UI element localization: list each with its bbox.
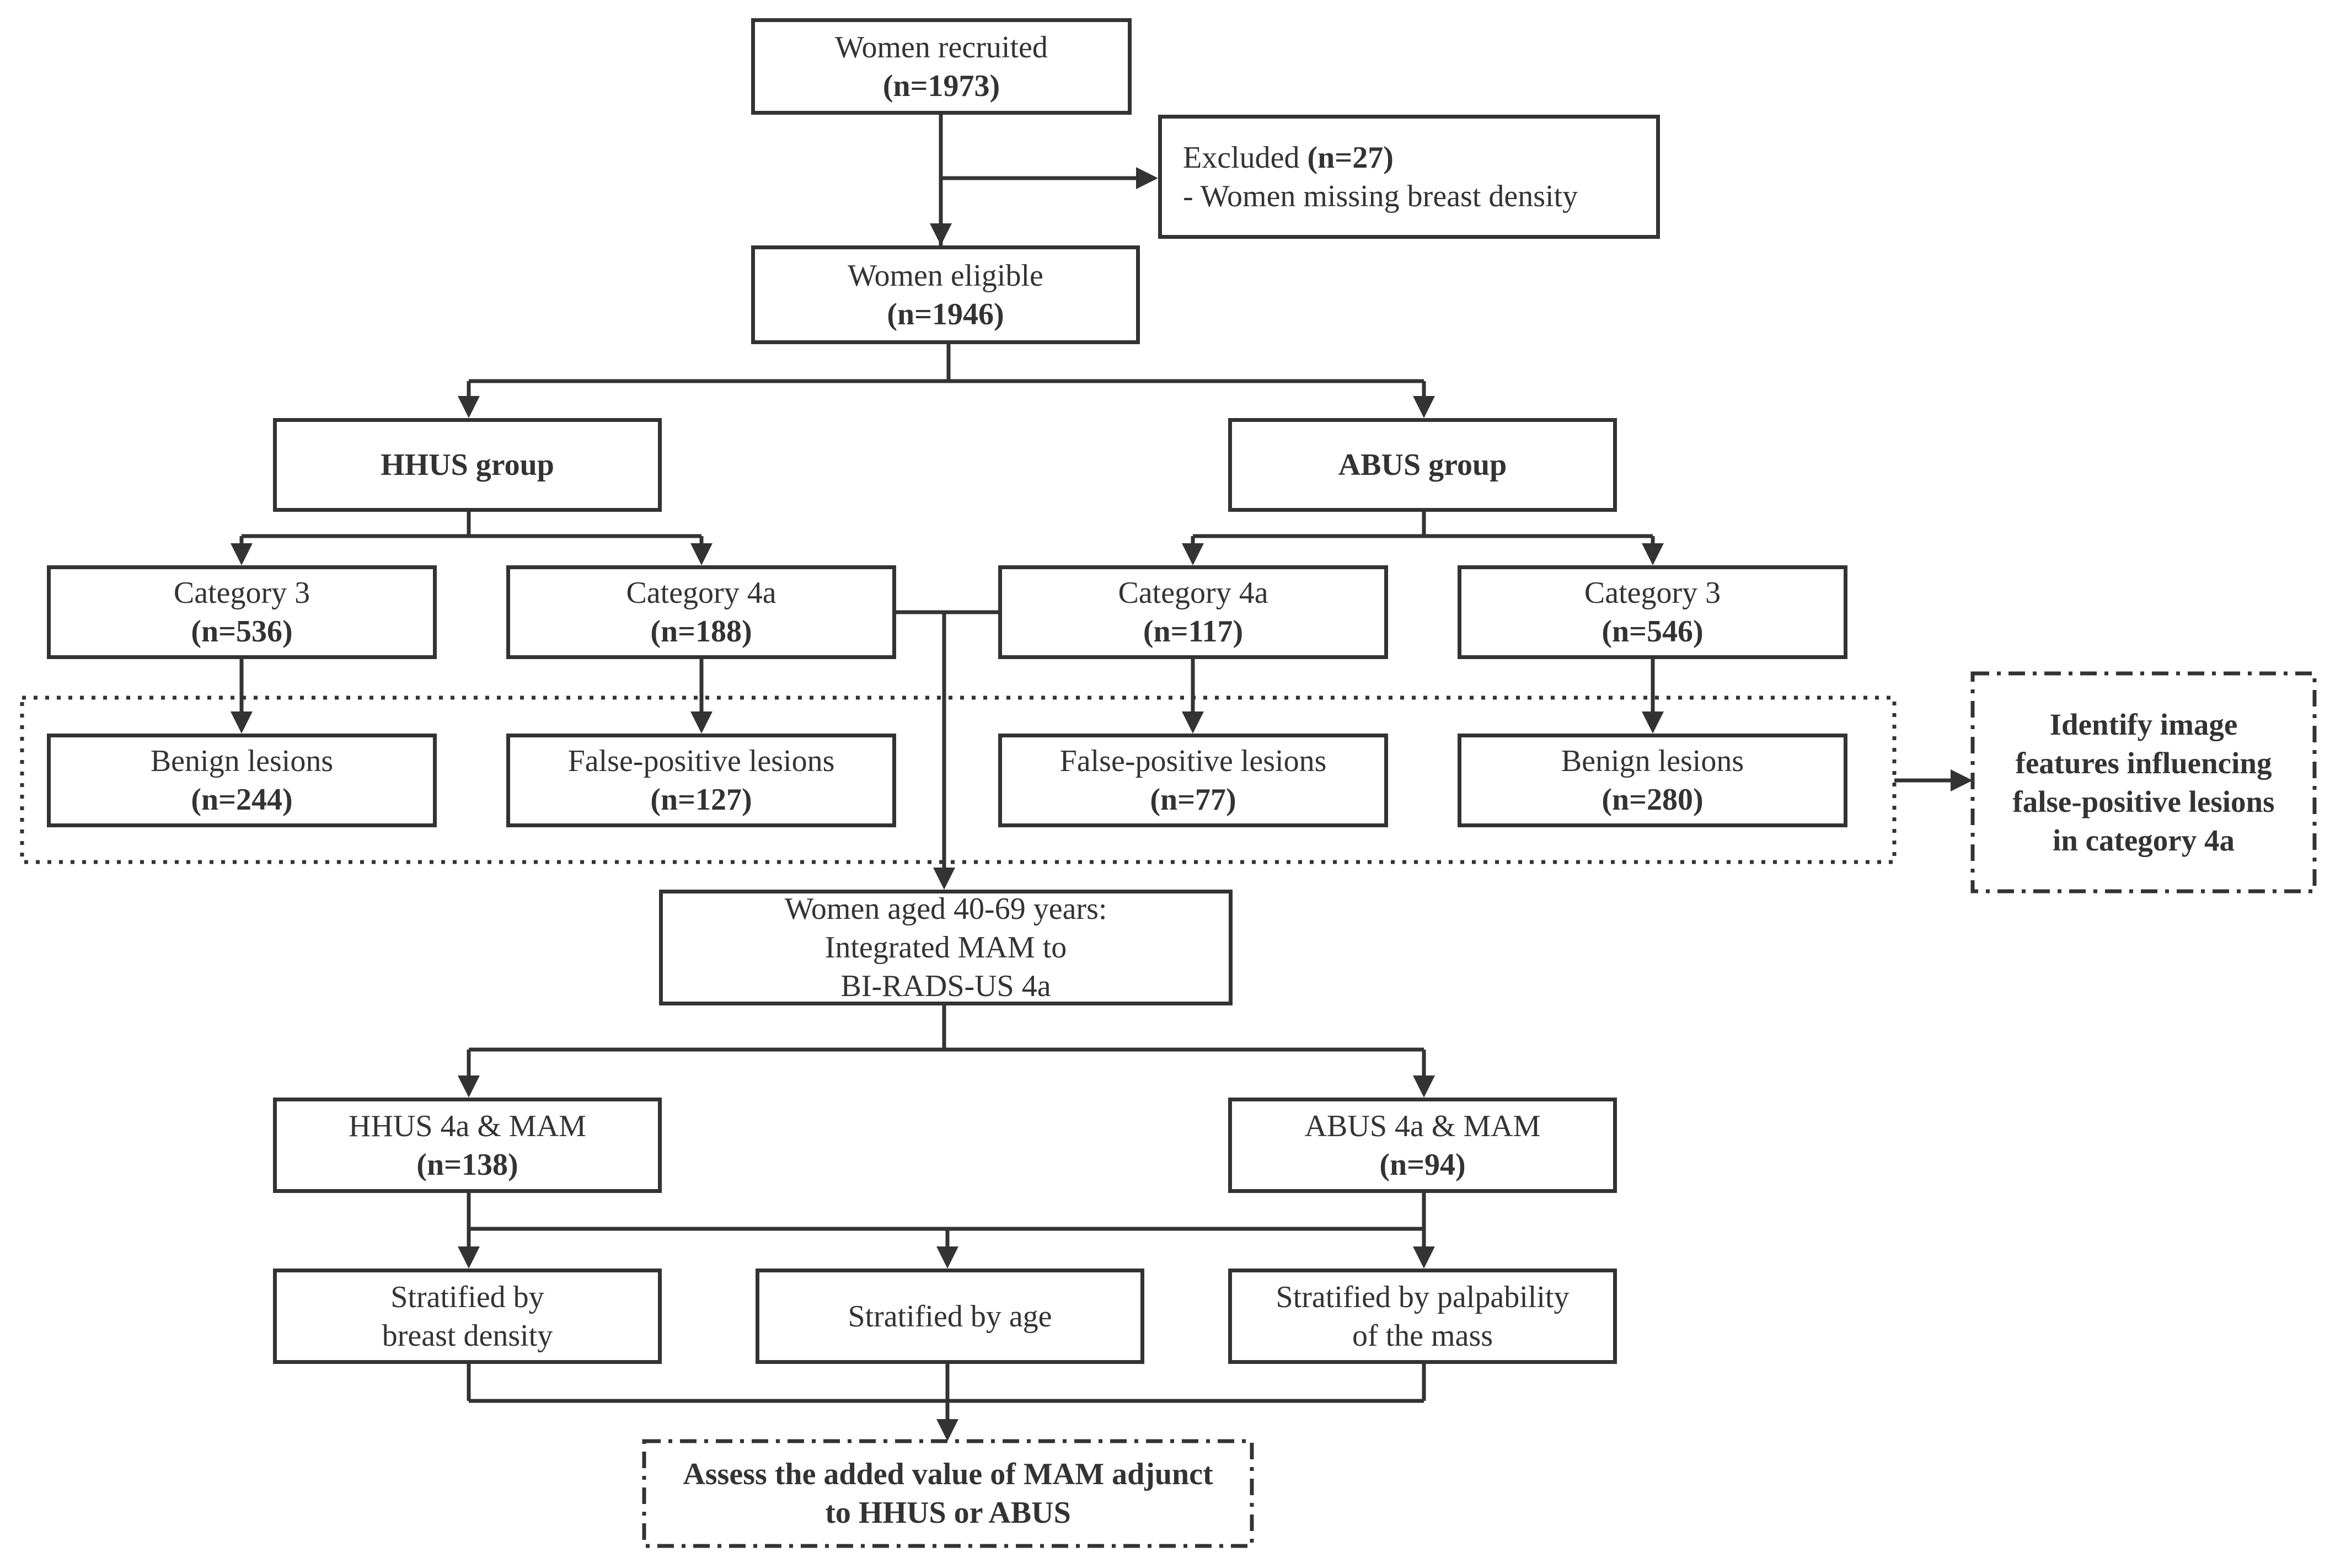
box-hhus-benign-lesions: Benign lesions (n=244) [47,734,437,827]
arrowhead-assess [936,1419,958,1441]
identify-line-1: Identify image [2049,707,2238,741]
box-abus-category-3: Category 3 (n=546) [1458,565,1847,659]
strat-density-line-1: Stratified by [390,1280,544,1314]
arrowhead-abus-group [1413,396,1435,418]
strat-age-label: Stratified by age [848,1299,1052,1334]
identify-line-2: features influencing [2015,746,2272,780]
box-hhus-4a-mam: HHUS 4a & MAM (n=138) [273,1098,662,1193]
arrowhead-excluded [1136,167,1158,189]
box-stratified-breast-density: Stratified by breast density [273,1269,662,1364]
strat-palp-line-2: of the mass [1352,1318,1493,1353]
box-abus-benign-lesions: Benign lesions (n=280) [1458,734,1847,827]
box-hhus-category-3: Category 3 (n=536) [47,565,437,659]
box-abus-group: ABUS group [1228,418,1617,512]
assess-frame [642,1439,1254,1548]
hhus-fp-label: False-positive lesions [567,744,835,778]
identify-line-3: false-positive lesions [2012,784,2275,818]
box-integrated-mam: Women aged 40-69 years: Integrated MAM t… [659,890,1233,1005]
integrated-line-2: Integrated MAM to [824,930,1067,965]
box-hhus-category-4a: Category 4a (n=188) [506,565,896,659]
hhus-benign-label: Benign lesions [150,744,334,778]
excluded-reason: - Women missing breast density [1183,179,1578,213]
arrowhead-hhus-group [458,396,480,418]
abus-mam-count: (n=94) [1379,1147,1466,1182]
abus-cat3-count: (n=546) [1601,614,1704,649]
abus-group-label: ABUS group [1338,448,1507,482]
abus-mam-label: ABUS 4a & MAM [1304,1109,1541,1143]
integrated-line-3: BI-RADS-US 4a [840,969,1051,1003]
box-stratified-palpability: Stratified by palpability of the mass [1228,1269,1617,1364]
abus-benign-label: Benign lesions [1561,744,1744,778]
strat-palp-line-1: Stratified by palpability [1276,1280,1570,1314]
hhus-mam-label: HHUS 4a & MAM [349,1109,586,1143]
hhus-cat3-label: Category 3 [173,576,310,610]
box-excluded: Excluded (n=27) - Women missing breast d… [1158,115,1660,239]
box-hhus-false-positive: False-positive lesions (n=127) [506,734,896,827]
box-assess-added-value: Assess the added value of MAM adjunct to… [644,1441,1252,1546]
box-abus-category-4a: Category 4a (n=117) [998,565,1388,659]
excluded-heading: Excluded (n=27) [1183,138,1394,177]
abus-benign-count: (n=280) [1601,783,1704,817]
recruited-count: (n=1973) [882,68,1000,103]
hhus-cat4a-count: (n=188) [650,614,752,649]
eligible-label: Women eligible [848,258,1043,293]
hhus-mam-count: (n=138) [416,1147,518,1182]
excluded-label: Excluded [1183,140,1300,175]
abus-fp-count: (n=77) [1150,783,1236,817]
abus-cat3-label: Category 3 [1584,576,1721,610]
arrowhead-eligible [930,223,952,245]
abus-fp-label: False-positive lesions [1059,744,1327,778]
box-women-eligible: Women eligible (n=1946) [751,245,1140,344]
box-stratified-age: Stratified by age [756,1269,1144,1364]
identify-line-4: in category 4a [2053,823,2235,857]
excluded-count: (n=27) [1307,140,1394,175]
arrowhead-integrated [933,868,955,890]
arrowhead-identify [1951,769,1973,791]
eligible-count: (n=1946) [887,297,1004,331]
hhus-cat3-count: (n=536) [191,614,293,649]
hhus-fp-count: (n=127) [650,783,752,817]
abus-cat4a-count: (n=117) [1143,614,1244,649]
hhus-cat4a-label: Category 4a [626,576,776,610]
hhus-group-label: HHUS group [381,448,554,482]
identify-frame [1970,671,2317,893]
abus-cat4a-label: Category 4a [1118,576,1268,610]
box-women-recruited: Women recruited (n=1973) [751,18,1132,115]
box-hhus-group: HHUS group [273,418,662,512]
hhus-benign-count: (n=244) [191,783,293,817]
recruited-label: Women recruited [835,30,1048,65]
box-abus-false-positive: False-positive lesions (n=77) [998,734,1388,827]
integrated-line-1: Women aged 40-69 years: [784,892,1107,926]
assess-line-2: to HHUS or ABUS [825,1496,1071,1530]
assess-line-1: Assess the added value of MAM adjunct [683,1457,1213,1491]
strat-density-line-2: breast density [382,1318,553,1353]
box-identify-features: Identify image features influencing fals… [1973,673,2315,891]
box-abus-4a-mam: ABUS 4a & MAM (n=94) [1228,1098,1617,1193]
